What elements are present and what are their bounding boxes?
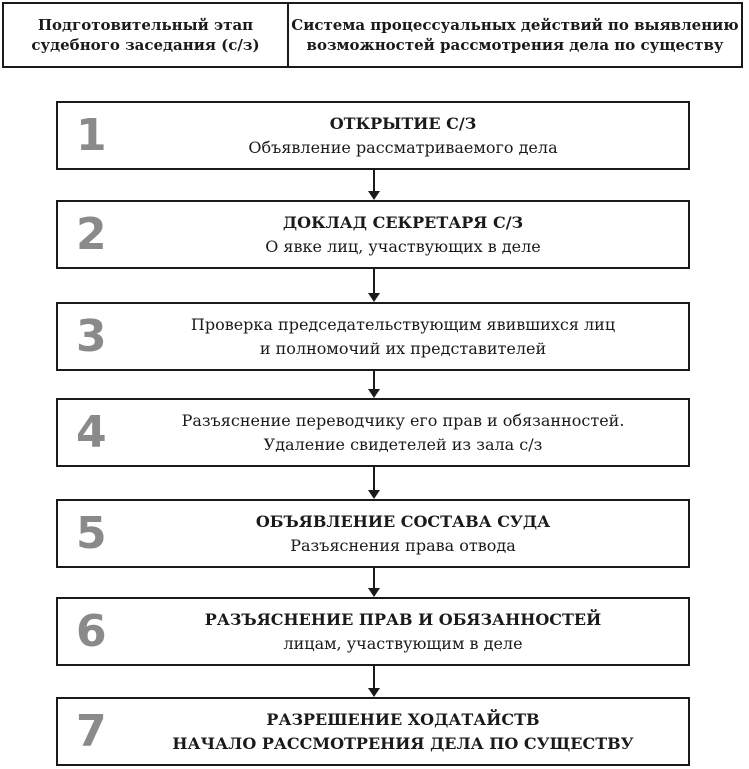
arrow-head-icon — [368, 490, 380, 499]
step-number: 7 — [76, 706, 107, 757]
flow-arrow — [367, 371, 381, 398]
arrow-head-icon — [368, 293, 380, 302]
step-box-3: 3 Проверка председательствующим явившихся… — [56, 302, 690, 371]
step-number: 3 — [76, 311, 107, 362]
step-box-2: 2 ДОКЛАД СЕКРЕТАРЯ С/З О явке лиц, участву… — [56, 200, 690, 269]
flow-arrow — [367, 269, 381, 302]
header-system-line-1: Система процессуальных действий по выявл… — [291, 16, 739, 34]
diagram-header: Подготовительный этап судебного заседани… — [2, 2, 743, 68]
step-description-line: Удаление свидетелей из зала с/з — [263, 434, 543, 454]
header-stage-line-2: судебного заседания (с/з) — [31, 36, 260, 54]
flow-arrow — [367, 666, 381, 697]
step-box-6: 6 РАЗЪЯСНЕНИЕ ПРАВ И ОБЯЗАННОСТЕЙ лицам, у… — [56, 597, 690, 666]
step-box-7: 7 РАЗРЕШЕНИЕ ХОДАТАЙСТВ НАЧАЛО РАССМОТРЕНИ… — [56, 697, 690, 766]
arrow-shaft — [373, 467, 375, 491]
flow-arrow — [367, 170, 381, 200]
step-number: 2 — [76, 209, 107, 260]
step-box-4: 4 Разъяснение переводчику его прав и обяз… — [56, 398, 690, 467]
step-description-line: О явке лиц, участвующих в деле — [265, 236, 541, 256]
step-number: 4 — [76, 407, 107, 458]
step-description-line: и полномочий их представителей — [259, 338, 547, 358]
arrow-shaft — [373, 269, 375, 294]
arrow-shaft — [373, 170, 375, 192]
arrow-shaft — [373, 371, 375, 390]
step-text: РАЗРЕШЕНИЕ ХОДАТАЙСТВ НАЧАЛО РАССМОТРЕНИЯ… — [128, 699, 678, 764]
step-text: Разъяснение переводчику его прав и обяза… — [128, 400, 678, 465]
arrow-shaft — [373, 666, 375, 689]
step-text: ОТКРЫТИЕ С/З Объявление рассматриваемого … — [128, 103, 678, 168]
step-title: ОБЪЯВЛЕНИЕ СОСТАВА СУДА — [255, 511, 551, 531]
header-stage-cell: Подготовительный этап судебного заседани… — [4, 4, 289, 66]
flow-arrow — [367, 568, 381, 597]
step-title: РАЗРЕШЕНИЕ ХОДАТАЙСТВ — [266, 709, 540, 729]
step-description-line: НАЧАЛО РАССМОТРЕНИЯ ДЕЛА ПО СУЩЕСТВУ — [172, 733, 634, 753]
step-text: Проверка председательствующим явившихся … — [128, 304, 678, 369]
step-box-1: 1 ОТКРЫТИЕ С/З Объявление рассматриваемого… — [56, 101, 690, 170]
step-text: ДОКЛАД СЕКРЕТАРЯ С/З О явке лиц, участвую… — [128, 202, 678, 267]
step-title: ДОКЛАД СЕКРЕТАРЯ С/З — [282, 212, 524, 232]
arrow-head-icon — [368, 688, 380, 697]
step-number: 6 — [76, 606, 107, 657]
arrow-head-icon — [368, 191, 380, 200]
arrow-head-icon — [368, 389, 380, 398]
flow-arrow — [367, 467, 381, 499]
step-title: РАЗЪЯСНЕНИЕ ПРАВ И ОБЯЗАННОСТЕЙ — [204, 609, 602, 629]
header-system-cell: Система процессуальных действий по выявл… — [289, 4, 741, 66]
step-text: РАЗЪЯСНЕНИЕ ПРАВ И ОБЯЗАННОСТЕЙ лицам, уч… — [128, 599, 678, 664]
step-number: 1 — [76, 110, 107, 161]
step-description-line: Проверка председательствующим явившихся … — [190, 314, 616, 334]
step-box-5: 5 ОБЪЯВЛЕНИЕ СОСТАВА СУДА Разъяснения прав… — [56, 499, 690, 568]
step-title: ОТКРЫТИЕ С/З — [329, 113, 477, 133]
arrow-shaft — [373, 568, 375, 589]
step-description-line: Разъяснение переводчику его прав и обяза… — [181, 410, 625, 430]
step-number: 5 — [76, 508, 107, 559]
step-description-line: лицам, участвующим в деле — [283, 633, 523, 653]
step-description-line: Разъяснения права отвода — [290, 535, 516, 555]
header-system-line-2: возможностей рассмотрения дела по сущест… — [306, 36, 724, 54]
step-description-line: Объявление рассматриваемого дела — [248, 137, 558, 157]
arrow-head-icon — [368, 588, 380, 597]
step-text: ОБЪЯВЛЕНИЕ СОСТАВА СУДА Разъяснения права… — [128, 501, 678, 566]
header-stage-line-1: Подготовительный этап — [37, 16, 254, 34]
